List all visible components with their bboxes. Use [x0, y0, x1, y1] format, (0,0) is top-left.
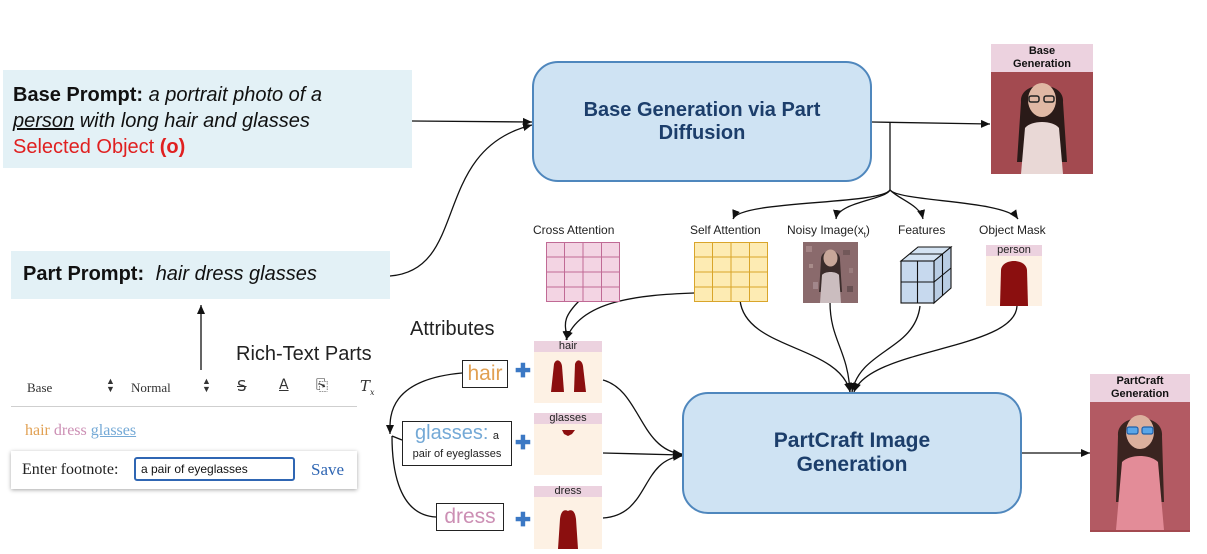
hair-mask-header: hair [534, 341, 602, 352]
arrow-dress-to-partcraft [602, 452, 683, 519]
editor-content[interactable]: hair dress glasses [25, 422, 136, 440]
base-generation-box: Base Generation via Part Diffusion [532, 61, 872, 182]
arrow-attributes-to-editor [385, 372, 463, 435]
arrow-cross-attention-to-hair [562, 299, 581, 341]
arrow-self-attention-to-partcraft [739, 299, 853, 393]
editor-divider [11, 406, 357, 407]
size-select[interactable]: Normal [131, 380, 171, 395]
glasses-mask-shape [562, 430, 575, 436]
plus-icon-dress: ✚ [515, 510, 531, 531]
attribute-hair: hair [462, 360, 508, 388]
editor-toolbar: Base ▲▼ Normal ▲▼ S A ⎘ Tx [11, 368, 375, 406]
features-cube-icon [899, 245, 953, 305]
object-mask-header: person [986, 245, 1042, 256]
footnote-bar: Enter footnote: a pair of eyeglasses Sav… [11, 451, 357, 489]
strikethrough-icon[interactable]: S [237, 377, 247, 395]
features-label: Features [898, 223, 946, 237]
base-output-header: Base Generation [991, 44, 1093, 72]
arrow-self-attention-to-hair [565, 292, 695, 341]
arrow-features-to-partcraft [849, 305, 921, 393]
cross-attention-label: Cross Attention [533, 223, 615, 237]
arrow-hair-to-partcraft [602, 379, 683, 458]
dress-mask-card: dress [534, 486, 602, 549]
line-dress-to-editor [391, 435, 437, 518]
base-prompt-pre: a portrait photo of a [148, 84, 323, 106]
arrow-base-gen-to-base-output [871, 119, 991, 128]
base-prompt-post: with long hair and glasses [79, 110, 310, 132]
selected-object-symbol: (o) [159, 136, 186, 158]
editor-part-dress[interactable]: dress [53, 422, 87, 439]
arrow-glasses-to-partcraft [602, 450, 683, 459]
footnote-input[interactable]: a pair of eyeglasses [134, 457, 295, 481]
editor-part-glasses[interactable]: glasses [90, 422, 137, 439]
clear-format-icon[interactable]: Tx [360, 377, 375, 397]
noisy-image-thumbnail [803, 242, 858, 303]
partcraft-generation-box: PartCraft Image Generation [682, 392, 1022, 514]
rich-text-parts-label: Rich-Text Parts [236, 343, 372, 365]
base-generation-box-text: Base Generation via Part Diffusion [583, 98, 821, 144]
arrow-to-object-mask [889, 189, 1019, 220]
attributes-label: Attributes [410, 318, 495, 340]
plus-icon-glasses: ✚ [515, 433, 531, 454]
selected-object-label: Selected Object [13, 136, 155, 158]
noisy-image-label: Noisy Image(xt) [787, 223, 870, 240]
arrow-noisy-to-partcraft [829, 301, 854, 393]
base-prompt-object: person [13, 110, 75, 132]
font-select-chevron-icon[interactable]: ▲▼ [106, 376, 115, 394]
attribute-glasses: glasses: a pair of eyeglasses [402, 421, 512, 466]
arrow-to-features [889, 189, 926, 220]
font-color-icon[interactable]: A [279, 377, 289, 393]
base-prompt-label: Base Prompt: [13, 84, 144, 106]
arrow-mask-to-partcraft [853, 305, 1018, 393]
partcraft-portrait-image [1090, 402, 1190, 530]
partcraft-output-header: PartCraft Generation [1090, 374, 1190, 402]
object-mask-label: Object Mask [979, 223, 1046, 237]
dress-mask-shape [558, 510, 578, 549]
portrait-image [991, 72, 1093, 174]
partcraft-generation-output: PartCraft Generation [1090, 374, 1190, 532]
dress-mask-header: dress [534, 486, 602, 497]
base-generation-output: Base Generation [991, 44, 1093, 174]
editor-part-hair[interactable]: hair [25, 422, 50, 439]
save-button[interactable]: Save [311, 460, 345, 479]
partcraft-generation-box-text: PartCraft Image Generation [773, 429, 931, 476]
arrow-to-noisy-image [833, 189, 891, 220]
attribute-dress: dress [436, 503, 504, 531]
line-glasses-to-editor [391, 435, 403, 441]
cross-attention-grid [546, 242, 620, 302]
part-prompt-text: Part Prompt: hair dress glasses [23, 263, 317, 286]
size-select-chevron-icon[interactable]: ▲▼ [202, 376, 211, 394]
part-prompt-value: hair dress glasses [155, 263, 317, 285]
glasses-mask-header: glasses [534, 413, 602, 424]
self-attention-grid [694, 242, 768, 302]
arrow-part-prompt-to-base-gen [389, 123, 533, 277]
base-prompt-text: Base Prompt: a portrait photo of a perso… [13, 82, 408, 160]
self-attention-label: Self Attention [690, 223, 761, 237]
base-prompt-box: Base Prompt: a portrait photo of a perso… [3, 70, 412, 168]
part-prompt-label: Part Prompt: [23, 263, 145, 285]
footnote-label: Enter footnote: [22, 461, 119, 478]
part-prompt-box: Part Prompt: hair dress glasses [11, 251, 390, 299]
arrow-base-prompt-to-base-gen [411, 117, 533, 126]
plus-icon-hair: ✚ [515, 361, 531, 382]
person-mask-shape [1000, 261, 1028, 306]
arrow-to-self-attention [732, 189, 891, 220]
rich-text-editor: Base ▲▼ Normal ▲▼ S A ⎘ Tx hair dress gl… [11, 368, 375, 492]
font-select[interactable]: Base [27, 380, 53, 395]
glasses-mask-card: glasses [534, 413, 602, 475]
footnote-icon[interactable]: ⎘ [316, 376, 329, 394]
hair-mask-shape [551, 360, 586, 392]
object-mask-card: person [986, 245, 1042, 306]
hair-mask-card: hair [534, 341, 602, 403]
